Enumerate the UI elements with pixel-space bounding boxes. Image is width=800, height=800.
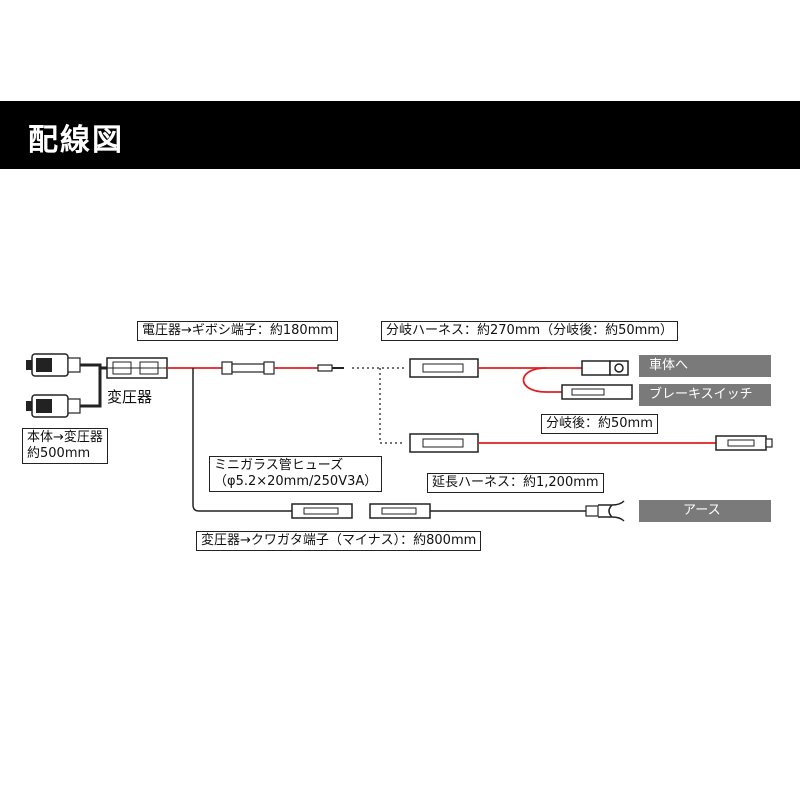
label-after-branch: 分岐後：約50mm — [541, 414, 658, 434]
end-connector-bottom — [715, 435, 773, 451]
destination-vehicle-body: 車体へ — [639, 355, 771, 377]
header-bar: 配線図 — [0, 101, 800, 169]
fuse-holder — [221, 361, 275, 375]
label-body-to-converter-line1: 本体→変圧器 — [27, 430, 103, 445]
page-title: 配線図 — [28, 123, 124, 158]
brake-switch-connector — [561, 384, 633, 400]
label-fuse-line2: （φ5.2×20mm/250V3A） — [214, 474, 378, 489]
cable-plug-bottom — [80, 368, 102, 408]
branch-harness-connector-bottom — [409, 433, 479, 453]
destination-brake-switch: ブレーキスイッチ — [639, 384, 771, 406]
camera-plug-bottom — [26, 394, 81, 418]
ring-terminal — [581, 360, 629, 376]
label-extension-harness: 延長ハーネス：約1,200mm — [427, 473, 604, 493]
label-voltage-to-gibosi: 電圧器→ギボシ端子：約180mm — [137, 321, 339, 341]
dotted-connector — [352, 367, 404, 444]
converter-box — [106, 357, 168, 379]
label-branch-harness: 分岐ハーネス：約270mm（分岐後：約50mm） — [381, 321, 679, 341]
inline-connector-right — [369, 503, 431, 519]
gibosi-terminal — [317, 364, 344, 372]
camera-plug-top — [26, 353, 81, 377]
label-converter-to-kuwagata: 変圧器→クワガタ端子（マイナス）：約800mm — [196, 531, 482, 551]
label-fuse: ミニガラス管ヒューズ （φ5.2×20mm/250V3A） — [209, 456, 383, 492]
wire-ground — [192, 368, 292, 512]
destination-ground: アース — [639, 500, 771, 522]
wire-branch-split — [522, 367, 562, 393]
label-fuse-line1: ミニガラス管ヒューズ — [214, 458, 344, 473]
label-body-to-converter-line2: 約500mm — [27, 446, 91, 461]
label-converter: 変圧器 — [107, 388, 153, 406]
branch-harness-connector-top — [409, 358, 479, 378]
label-body-to-converter: 本体→変圧器 約500mm — [22, 428, 108, 464]
kuwagata-terminal — [585, 500, 625, 522]
inline-connector-left — [291, 503, 353, 519]
cable-plug-top — [80, 363, 107, 370]
